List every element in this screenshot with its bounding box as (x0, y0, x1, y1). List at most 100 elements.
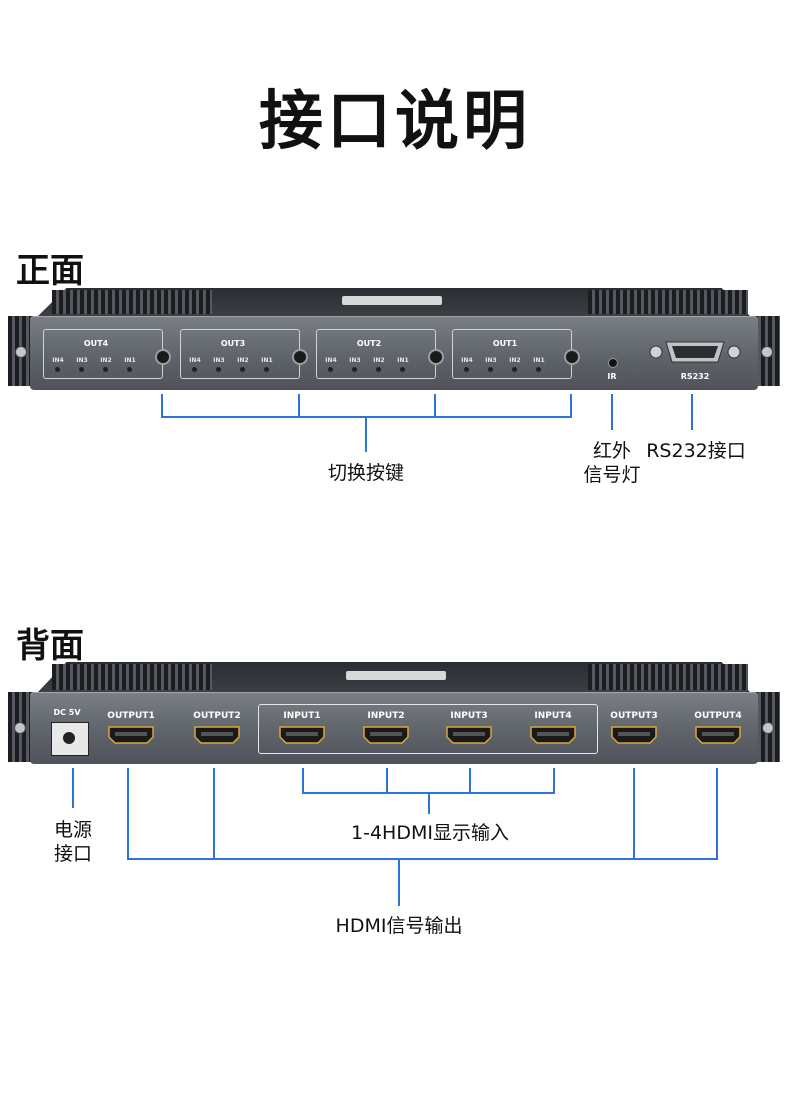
front-logo-plate (342, 296, 442, 305)
ir-sensor (608, 358, 618, 368)
panel-label-out2: OUT2 (356, 339, 382, 348)
switch-panel-out3: OUT3 IN4 IN3 IN2 IN1 (180, 329, 300, 379)
in-label: IN1 (261, 357, 273, 364)
callout-line (716, 768, 718, 860)
callout-line (633, 768, 635, 860)
ir-label: IR (607, 372, 617, 381)
power-annotation-line1: 电源 (53, 819, 92, 841)
in-label: IN4 (325, 357, 337, 364)
indicator-led (264, 367, 269, 372)
indicator-led (488, 367, 493, 372)
hdmi-outputs-annotation: HDMI信号输出 (335, 915, 463, 937)
back-right-fins (588, 664, 748, 690)
front-device: OUT4 IN4 IN3 IN2 IN1 OUT3 IN4 IN3 IN2 IN… (8, 288, 780, 394)
hdmi-inputs-annotation: 1-4HDMI显示输入 (351, 822, 509, 844)
callout-line (365, 416, 367, 452)
indicator-led (376, 367, 381, 372)
in-label: IN3 (485, 357, 497, 364)
front-section-title: 正面 (16, 251, 84, 291)
dc-power-port[interactable] (51, 722, 89, 756)
ir-annotation-line2: 信号灯 (583, 464, 641, 486)
hdmi-port-output2[interactable] (194, 726, 240, 744)
hdmi-port-input1[interactable] (279, 726, 325, 744)
panel-label-out4: OUT4 (83, 339, 109, 348)
indicator-led (328, 367, 333, 372)
hdmi-port-output4[interactable] (695, 726, 741, 744)
indicator-led (103, 367, 108, 372)
indicator-led (216, 367, 221, 372)
switch-panel-out2: OUT2 IN4 IN3 IN2 IN1 (316, 329, 436, 379)
back-left-screw (14, 722, 26, 734)
indicator-led (400, 367, 405, 372)
indicator-led (536, 367, 541, 372)
indicator-led (55, 367, 60, 372)
back-right-screw (762, 722, 774, 734)
callout-line (469, 768, 471, 794)
port-label-output1: OUTPUT1 (107, 711, 155, 721)
hdmi-port-input4[interactable] (530, 726, 576, 744)
callout-line (553, 768, 555, 794)
back-device: DC 5V OUTPUT1 OUTPUT2 INPUT1 INPUT2 INPU… (8, 662, 780, 768)
callout-line (127, 858, 718, 860)
rs232-label: RS232 (680, 372, 710, 381)
switch-button-out3[interactable] (292, 349, 308, 365)
switch-panel-out1: OUT1 IN4 IN3 IN2 IN1 (452, 329, 572, 379)
rs232-connector-icon (649, 341, 741, 363)
switch-panel-out4: OUT4 IN4 IN3 IN2 IN1 (43, 329, 163, 379)
switch-button-out4[interactable] (155, 349, 171, 365)
port-label-output4: OUTPUT4 (694, 711, 742, 721)
back-logo-plate (346, 671, 446, 680)
in-label: IN2 (373, 357, 385, 364)
callout-line (298, 394, 300, 416)
callout-line (428, 792, 430, 814)
indicator-led (464, 367, 469, 372)
callout-line (434, 394, 436, 416)
hdmi-port-input3[interactable] (446, 726, 492, 744)
in-label: IN3 (349, 357, 361, 364)
indicator-led (240, 367, 245, 372)
in-label: IN3 (213, 357, 225, 364)
port-label-input2: INPUT2 (367, 711, 405, 721)
panel-label-out1: OUT1 (492, 339, 518, 348)
callout-line (398, 858, 400, 906)
back-left-fins (52, 664, 212, 690)
indicator-led (192, 367, 197, 372)
callout-line (72, 768, 74, 808)
port-label-input3: INPUT3 (450, 711, 488, 721)
rs232-annotation: RS232接口 (646, 440, 746, 462)
dc-jack-icon (63, 732, 75, 744)
in-label: IN3 (76, 357, 88, 364)
in-label: IN4 (461, 357, 473, 364)
front-right-screw (761, 346, 773, 358)
in-label: IN2 (100, 357, 112, 364)
front-left-screw (15, 346, 27, 358)
callout-line (386, 768, 388, 794)
in-label: IN1 (124, 357, 136, 364)
callout-line (302, 768, 304, 794)
in-label: IN4 (189, 357, 201, 364)
power-annotation-line2: 接口 (53, 843, 92, 865)
indicator-led (512, 367, 517, 372)
hdmi-port-input2[interactable] (363, 726, 409, 744)
front-panel-face (30, 316, 758, 390)
callout-line (611, 394, 613, 430)
in-label: IN4 (52, 357, 64, 364)
port-label-output3: OUTPUT3 (610, 711, 658, 721)
hdmi-port-output1[interactable] (108, 726, 154, 744)
port-label-input1: INPUT1 (283, 711, 321, 721)
front-right-fins (588, 290, 748, 314)
switch-buttons-annotation: 切换按键 (327, 462, 404, 484)
dc-label: DC 5V (53, 708, 81, 717)
indicator-led (79, 367, 84, 372)
callout-line (213, 768, 215, 860)
page-title: 接口说明 (259, 85, 531, 159)
switch-button-out1[interactable] (564, 349, 580, 365)
switch-button-out2[interactable] (428, 349, 444, 365)
hdmi-port-output3[interactable] (611, 726, 657, 744)
rs232-port[interactable] (648, 338, 742, 366)
in-label: IN2 (509, 357, 521, 364)
port-label-input4: INPUT4 (534, 711, 572, 721)
front-left-fins (52, 290, 212, 314)
in-label: IN1 (397, 357, 409, 364)
back-section-title: 背面 (16, 626, 84, 666)
